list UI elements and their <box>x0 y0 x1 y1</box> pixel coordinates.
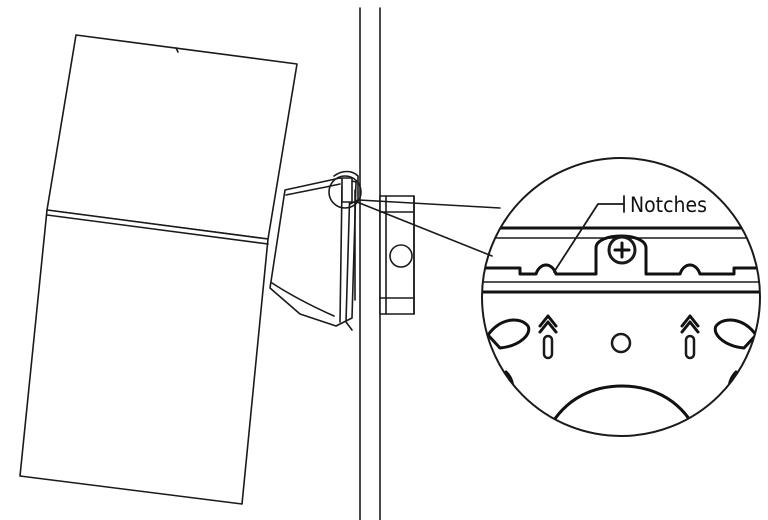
notches-label: Notches <box>630 193 707 217</box>
wall-pole <box>359 7 381 520</box>
magnified-detail <box>481 157 761 437</box>
right-arrow-indicator <box>680 314 700 360</box>
detail-marker-circle <box>328 175 362 209</box>
magnifier-circle <box>481 157 761 437</box>
center-hole <box>610 332 632 354</box>
mounting-bracket <box>379 195 415 315</box>
solar-panel <box>19 34 298 505</box>
magnifier-leader-lines <box>356 199 501 257</box>
notches-callout: Notches <box>553 193 707 273</box>
left-arrow-indicator <box>538 314 558 360</box>
fixture-arm <box>269 170 359 331</box>
